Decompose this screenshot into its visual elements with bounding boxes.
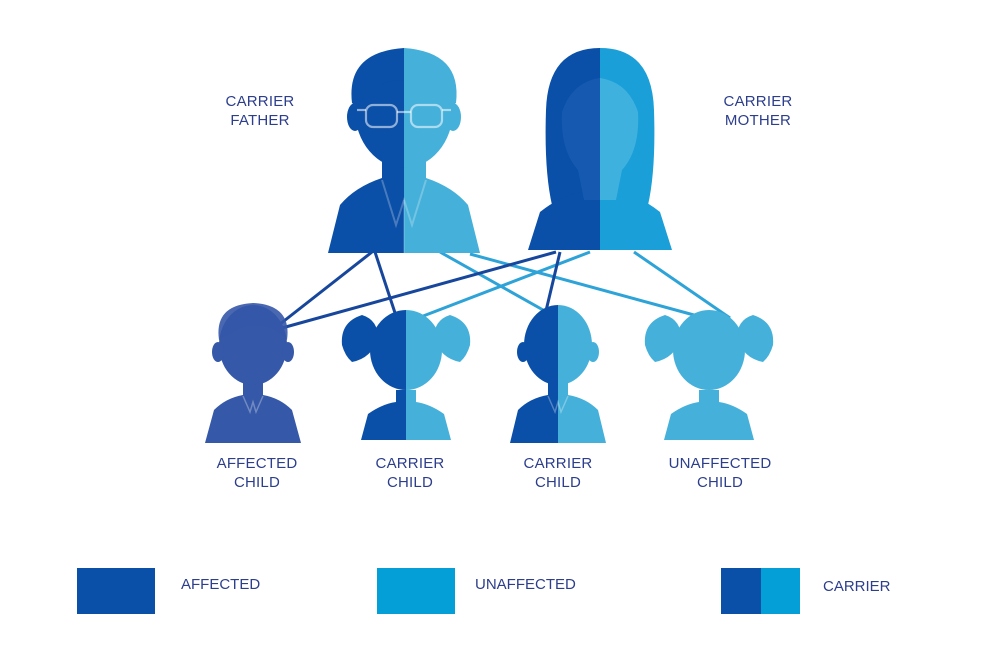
legend-swatch-carrier-right (761, 568, 800, 614)
carrier-boy-figure (510, 305, 606, 443)
mother-label-line2: MOTHER (724, 112, 792, 129)
legend-label-carrier: CARRIER (823, 578, 891, 595)
child-label-carrier-boy: CARRIER CHILD (498, 454, 618, 492)
child-label-line2: CHILD (696, 474, 743, 491)
child-label-line2: CHILD (534, 474, 581, 491)
child-label-line2: CHILD (386, 474, 433, 491)
line-father-to-affected-child (274, 250, 373, 330)
child-label-line1: CARRIER (523, 455, 593, 472)
line-mother-to-affected-child (281, 250, 557, 330)
glasses-icon (357, 103, 451, 129)
legend-swatch-unaffected (377, 568, 455, 614)
connection-lines (274, 250, 731, 330)
line-father-to-carrier-boy (439, 250, 553, 317)
line-father-to-carrier-girl (373, 251, 400, 323)
line-mother-to-carrier-girl (417, 250, 591, 320)
legend-label-unaffected: UNAFFECTED (475, 576, 576, 593)
mother-label: CARRIER MOTHER (713, 92, 803, 130)
line-mother-to-unaffected-child (633, 250, 731, 320)
father-label: CARRIER FATHER (215, 92, 305, 130)
carrier-father-figure (328, 48, 480, 253)
carrier-girl-figure (341, 310, 471, 440)
child-label-carrier-girl: CARRIER CHILD (350, 454, 470, 492)
legend-label-affected: AFFECTED (181, 576, 261, 593)
mother-label-line1: CARRIER (723, 93, 793, 110)
line-mother-to-carrier-boy (543, 251, 562, 316)
child-label-unaffected: UNAFFECTED CHILD (655, 454, 785, 492)
child-label-line1: CARRIER (375, 455, 445, 472)
legend-swatch-affected (77, 568, 155, 614)
child-label-line2: CHILD (233, 474, 280, 491)
father-label-line2: FATHER (230, 112, 290, 129)
affected-child-figure (205, 303, 301, 443)
carrier-mother-figure (528, 48, 672, 250)
unaffected-child-figure (644, 310, 774, 440)
child-label-line1: UNAFFECTED (668, 455, 772, 472)
father-label-line1: CARRIER (225, 93, 295, 110)
legend-swatch-carrier-left (721, 568, 761, 614)
child-label-line1: AFFECTED (216, 455, 298, 472)
child-label-affected: AFFECTED CHILD (197, 454, 317, 492)
